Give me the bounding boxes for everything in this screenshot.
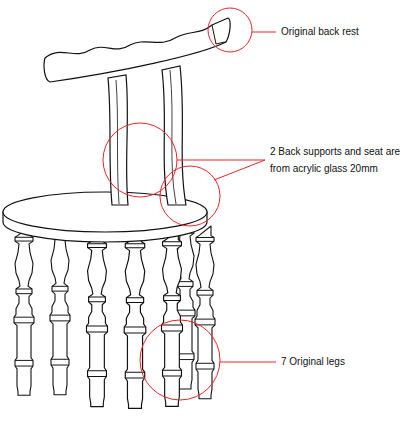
leader-line [177, 160, 265, 161]
chair-legs [14, 218, 215, 408]
callout-label: 7 Original legs [281, 353, 345, 370]
chair-leg [124, 232, 146, 408]
back-supports [108, 66, 186, 205]
chair-leg [14, 226, 34, 395]
callout-circle [140, 320, 220, 400]
chair-leg [162, 230, 183, 406]
leader-line [220, 362, 276, 363]
back-rest [44, 18, 230, 82]
leader-line [252, 32, 276, 33]
callout-circle [208, 8, 252, 52]
callouts [103, 8, 276, 400]
callout-circle [103, 123, 177, 197]
chair-leg [195, 226, 215, 399]
chair-leg [50, 222, 70, 395]
leader-line [214, 160, 265, 180]
callout-label: Original back rest [281, 23, 359, 40]
callout-label: 2 Back supports and seat are from acryli… [270, 143, 414, 177]
chair-leg [87, 232, 108, 407]
callout-circle [160, 166, 220, 226]
